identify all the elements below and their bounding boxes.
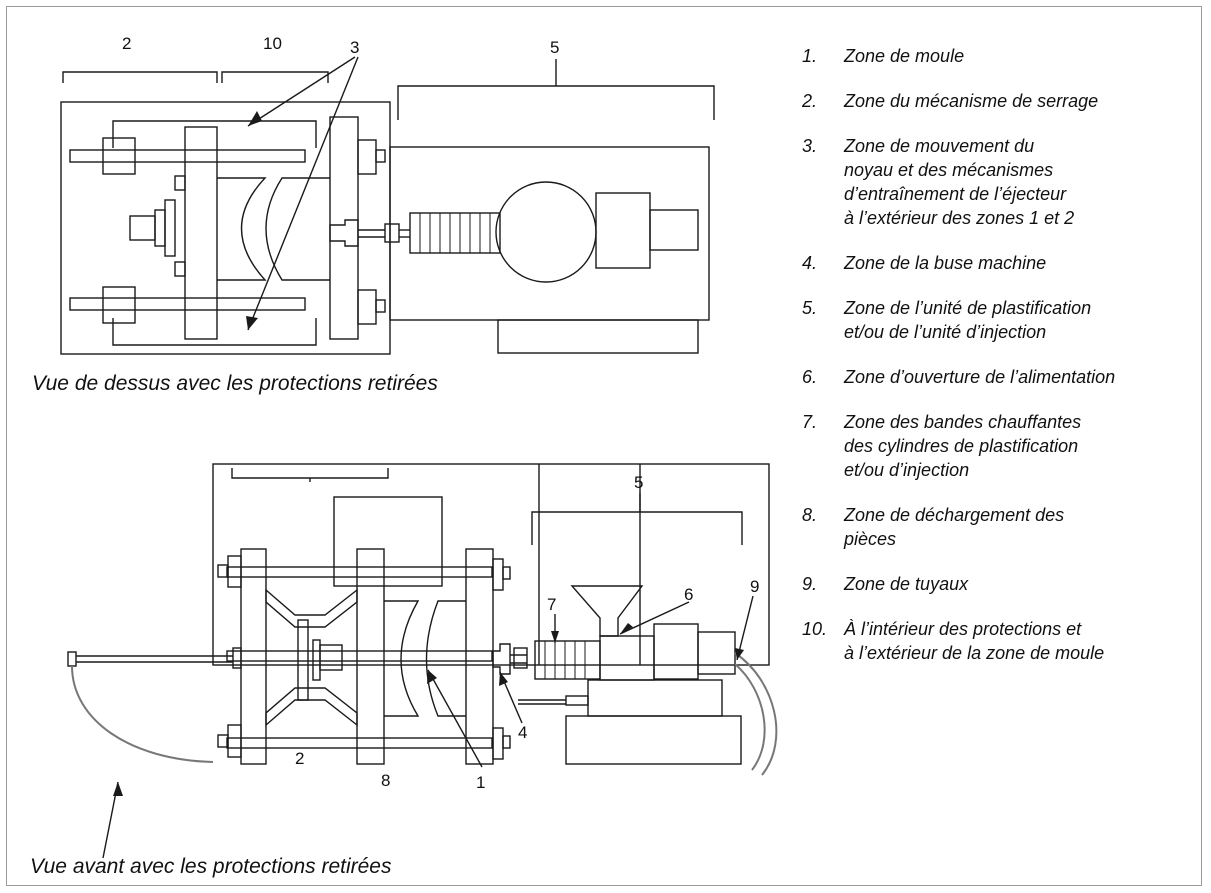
caption-top-view: Vue de dessus avec les protections retir… [32,372,438,395]
callout-top-10: 10 [263,34,282,53]
bracket-injection-top [397,85,715,120]
moving-platen-top [184,126,218,340]
ejector-hose [71,665,214,763]
legend-list: 1.Zone de moule 2.Zone du mécanisme de s… [802,44,1202,686]
legend-item: 8.Zone de déchargement des pièces [802,505,1065,549]
legend-item: 7.Zone des bandes chauffantes des cylind… [802,412,1082,480]
discharge-opening [333,496,443,587]
figure-frame [6,6,1202,886]
bracket-guard-top [221,71,329,83]
legend-item: 5.Zone de l’unité de plastification et/o… [802,298,1092,342]
callout-front-5: 5 [634,473,643,492]
callout-front-6: 6 [684,585,693,604]
legend-item: 10.À l’intérieur des protections et à l’… [802,619,1105,663]
legend-item: 2.Zone du mécanisme de serrage [802,91,1099,111]
callout-front-1: 1 [476,773,485,792]
callout-front-9: 9 [750,577,759,596]
hopper-front [570,585,644,637]
callout-top-2: 2 [122,34,131,53]
bracket-clamp-front [231,468,389,479]
callout-front-2: 2 [295,749,304,768]
rear-platen-front [240,548,267,765]
callout-top-3: 3 [350,38,359,57]
caption-front-view: Vue avant avec les protections retirées [30,855,392,878]
legend-item: 3.Zone de mouvement du noyau et des méca… [802,136,1075,228]
fixed-platen-top [329,116,359,340]
callout-top-5: 5 [550,38,559,57]
legend-item: 1.Zone de moule [802,46,965,66]
machine-base [212,463,770,666]
mould-half-fixed-top [265,177,330,281]
mould-half-moving-front [384,600,420,717]
callout-front-7: 7 [547,595,556,614]
bracket-injection-front [531,511,743,545]
barrel-top [409,212,501,254]
legend-item: 4.Zone de la buse machine [802,253,1047,273]
legend-item: 9.Zone de tuyaux [802,574,969,594]
hoses [734,652,778,776]
moving-platen-front [356,548,385,765]
legend-item: 6.Zone d’ouverture de l’alimentation [802,367,1116,387]
mould-half-moving-top [217,177,267,281]
callout-front-8: 8 [381,771,390,790]
bracket-clamp-top [62,71,218,83]
hopper-top [495,181,597,283]
mould-half-fixed-front [425,600,466,717]
injection-unit-top [389,146,710,321]
fixed-platen-front [465,548,494,765]
callout-front-4: 4 [518,723,527,742]
top-enclosure [60,101,391,355]
